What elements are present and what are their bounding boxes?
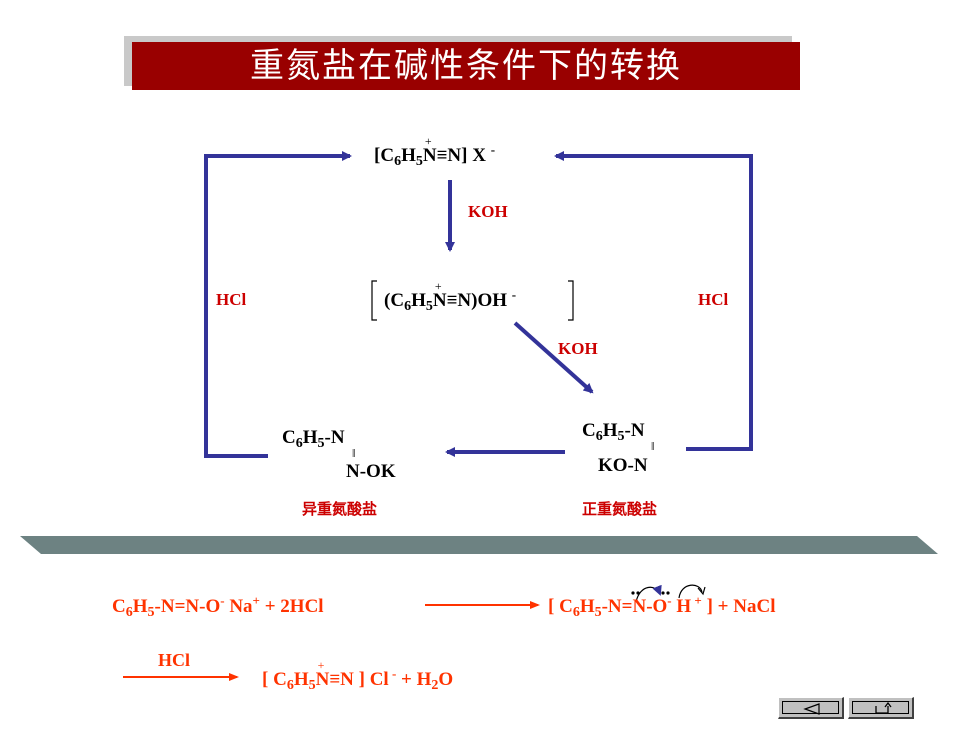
iso-diazotate-line2: N-OK bbox=[346, 461, 396, 482]
iso-diazotate-line1: C6H5-N bbox=[282, 427, 345, 451]
normal-diazotate-line2: KO-N bbox=[598, 455, 648, 476]
equation2-hcl-label: HCl bbox=[158, 650, 191, 670]
equation1-products: [ C6H5-N=N-O- H + ] + NaCl bbox=[548, 593, 776, 620]
electron-push-arrow-1 bbox=[635, 584, 662, 603]
back-triangle-icon bbox=[803, 703, 820, 715]
normal-diazotate-name: 正重氮酸盐 bbox=[582, 500, 658, 518]
diazonium-salt-formula: [C6H5N+≡N] X - bbox=[374, 134, 496, 169]
koh-label-2: KOH bbox=[558, 339, 598, 358]
electron-push-arrow-2 bbox=[678, 584, 703, 599]
equation1-reactants: C6H5-N=N-O- Na+ + 2HCl bbox=[112, 593, 324, 620]
normal-double-bond: ‖ bbox=[651, 439, 655, 453]
hcl-right-label: HCl bbox=[698, 290, 729, 309]
koh-label-1: KOH bbox=[468, 202, 508, 221]
lone-pair-dot bbox=[666, 591, 670, 595]
hcl-right-loop-arrow bbox=[554, 151, 753, 451]
hcl-left-loop-arrow bbox=[204, 151, 352, 458]
normal-diazotate-line1: C6H5-N bbox=[582, 420, 645, 444]
electron-push-head-2 bbox=[697, 586, 706, 596]
page-title: 重氮盐在碱性条件下的转换 bbox=[132, 42, 800, 90]
iso-double-bond: ‖ bbox=[352, 446, 356, 460]
koh-diagonal-arrow bbox=[513, 321, 594, 394]
separator-band bbox=[20, 536, 938, 554]
lone-pair-dot bbox=[636, 591, 640, 595]
lone-pair-dot bbox=[631, 591, 635, 595]
diazohydroxide-formula: (C6H5N+≡N)OH - bbox=[384, 279, 517, 314]
back-button[interactable] bbox=[778, 697, 844, 719]
left-bracket bbox=[371, 280, 377, 321]
hcl-left-label: HCl bbox=[216, 290, 247, 309]
iso-diazotate-name: 异重氮酸盐 bbox=[302, 500, 378, 518]
return-arrow-icon bbox=[875, 702, 892, 714]
return-button[interactable] bbox=[848, 697, 914, 719]
equation2-products: [ C6H5N+≡N ] Cl - + H2O bbox=[262, 658, 454, 693]
right-bracket bbox=[568, 280, 574, 321]
lone-pair-dot bbox=[661, 591, 665, 595]
